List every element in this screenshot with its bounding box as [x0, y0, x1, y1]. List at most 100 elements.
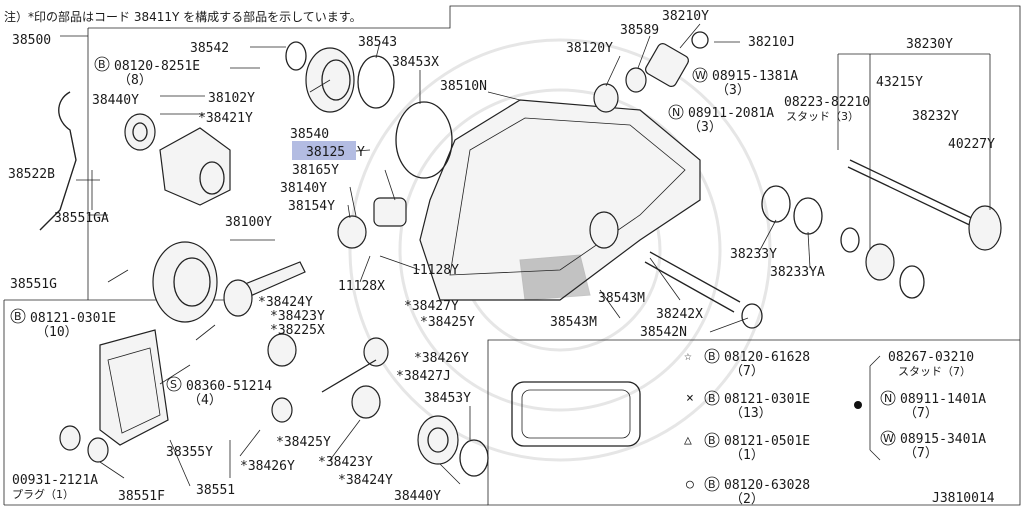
bolt-symbol-b2	[10, 308, 26, 324]
label-08911-2081a-qty: （3）	[688, 120, 722, 135]
part-labels: 38500 38542 38543 38453X 38510N 38120Y 3…	[8, 9, 995, 504]
label-38551g: 38551G	[10, 277, 57, 292]
label-38426y-a: *38426Y	[414, 351, 469, 366]
label-38424y-b: *38424Y	[338, 473, 393, 488]
legend-part-0: 08120-61628	[724, 350, 810, 365]
label-38453y: 38453Y	[424, 391, 471, 406]
legend-part-1: 08121-0301E	[724, 392, 810, 407]
label-38427j: *38427J	[396, 369, 451, 384]
legend-qty-0: （7）	[730, 364, 764, 379]
label-38510n: 38510N	[440, 79, 487, 94]
label-38120y: 38120Y	[566, 41, 613, 56]
diff-case-38421y	[159, 127, 231, 206]
gasket-38453x	[395, 101, 453, 179]
label-43215y: 43215Y	[876, 75, 923, 90]
label-38589: 38589	[620, 23, 659, 38]
rear-cover-38551	[99, 329, 169, 446]
legend-b-letter-3: B	[708, 478, 716, 491]
label-08915-1381a-qty: （3）	[716, 83, 750, 98]
bolt-symbol-b	[94, 56, 110, 72]
label-38125-suffix: Y	[357, 145, 365, 160]
label-38100y: 38100Y	[225, 215, 272, 230]
plug-00931	[59, 425, 109, 463]
side-gears	[267, 333, 389, 423]
label-38242x: 38242X	[656, 307, 703, 322]
label-38426y-b: *38426Y	[240, 459, 295, 474]
label-38500: 38500	[12, 33, 51, 48]
legend-b-circle-1	[704, 390, 720, 406]
legend-dot-w-letter: W	[883, 432, 894, 445]
label-38232y: 38232Y	[912, 109, 959, 124]
axle-tube-38242x	[644, 251, 763, 329]
label-08915-1381a: 08915-1381A	[712, 69, 798, 84]
bolt-symbol-b-letter: B	[98, 58, 106, 71]
nut-symbol-n	[668, 104, 684, 120]
legend-qty-1: （13）	[730, 406, 772, 421]
legend-dot-qty-2: （7）	[904, 446, 938, 461]
label-08360-51214: 08360-51214	[186, 379, 272, 394]
label-stud-3: スタッド（3）	[786, 110, 859, 123]
label-38425y-b: *38425Y	[276, 435, 331, 450]
label-38233y: 38233Y	[730, 247, 777, 262]
label-38551ga: 38551GA	[54, 211, 109, 226]
label-08121-0301e-qty: （10）	[36, 325, 78, 340]
label-38233ya: 38233YA	[770, 265, 825, 280]
legend-dot-icon	[854, 401, 862, 409]
bearing-38440y-top	[124, 113, 156, 151]
label-38210y: 38210Y	[662, 9, 709, 24]
label-38542: 38542	[190, 41, 229, 56]
label-38543m-a: 38543M	[598, 291, 645, 306]
legend-part-2: 08121-0501E	[724, 434, 810, 449]
label-38425y-a: *38425Y	[420, 315, 475, 330]
label-38225x: *38225X	[270, 323, 325, 338]
legend-dot-part-1: 08911-1401A	[900, 392, 986, 407]
label-38540: 38540	[290, 127, 329, 142]
label-38210j: 38210J	[748, 35, 795, 50]
legend-qty-3: （2）	[730, 492, 764, 507]
label-38551f: 38551F	[118, 489, 165, 504]
legend-b-letter-1: B	[708, 392, 716, 405]
watermark-emblem	[348, 38, 772, 462]
nut-symbol-n-letter: N	[672, 106, 680, 119]
label-11128x: 11128X	[338, 279, 385, 294]
label-38551: 38551	[196, 483, 235, 498]
legend-symbol-circle: ○	[686, 477, 694, 492]
label-38543: 38543	[358, 35, 397, 50]
note-text: 注）*印の部品はコード 38411Y を構成する部品を示しています。	[4, 9, 362, 24]
label-38230y: 38230Y	[906, 37, 953, 52]
label-38355y: 38355Y	[166, 445, 213, 460]
label-38427y: *38427Y	[404, 299, 459, 314]
label-38542n: 38542N	[640, 325, 687, 340]
diagram-code: J3810014	[932, 491, 995, 506]
legend-b-circle-0	[704, 348, 720, 364]
label-38543m-b: 38543M	[550, 315, 597, 330]
legend-b-letter-0: B	[708, 350, 716, 363]
label-11128y: 11128Y	[412, 263, 459, 278]
axle-shafts	[840, 159, 1002, 299]
label-08360-51214-qty: （4）	[188, 393, 222, 408]
ring-gear-38100y	[152, 241, 218, 323]
label-plug-1: プラグ（1）	[12, 487, 74, 501]
label-38140y: 38140Y	[280, 181, 327, 196]
label-38522b: 38522B	[8, 167, 55, 182]
legend-dot-w-circle	[880, 430, 896, 446]
legend-symbol-x: ×	[686, 391, 694, 406]
label-08120-8251e: 08120-8251E	[114, 59, 200, 74]
washer-symbol-w-letter: W	[695, 69, 706, 82]
label-08120-8251e-qty: （8）	[118, 73, 152, 88]
differential-carrier-case	[419, 99, 701, 301]
spacer-38165y	[373, 197, 407, 227]
label-08911-2081a: 08911-2081A	[688, 106, 774, 121]
legend-symbol-star: ☆	[684, 349, 692, 364]
label-38102y: 38102Y	[208, 91, 255, 106]
legend-qty-2: （1）	[730, 448, 764, 463]
label-38440y-top: 38440Y	[92, 93, 139, 108]
legend-dot-part-2: 08915-3401A	[900, 432, 986, 447]
legend-dot-qty-1: （7）	[904, 406, 938, 421]
label-38423y-b: *38423Y	[318, 455, 373, 470]
screw-symbol-s	[166, 376, 182, 392]
label-38421y: *38421Y	[198, 111, 253, 126]
label-38440y-bot: 38440Y	[394, 489, 441, 504]
legend-dot-part-0: 08267-03210	[888, 350, 974, 365]
